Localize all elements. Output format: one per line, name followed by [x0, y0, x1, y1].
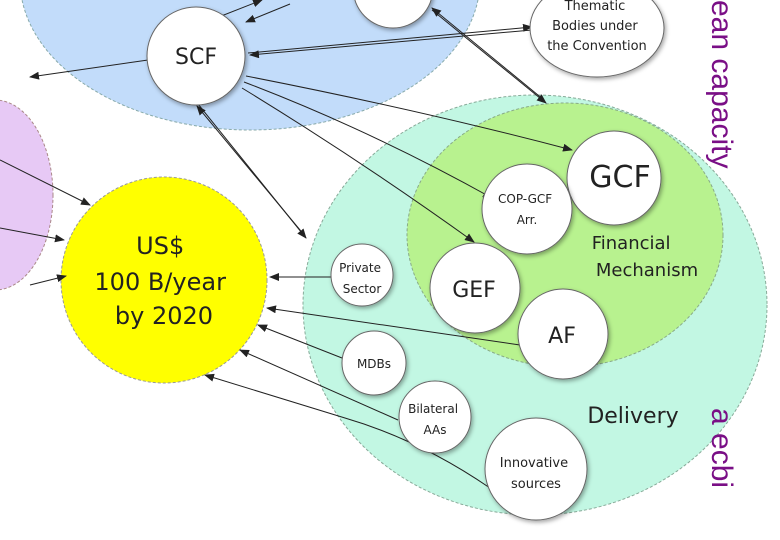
innovative-label: Innovative sources	[500, 456, 572, 492]
thematic-ellipse	[529, 0, 665, 78]
node-scf: SCF	[146, 6, 246, 106]
connector-innovative-goal	[204, 373, 491, 489]
bilateral-line-2: AAs	[423, 423, 446, 437]
goal-line-2: 100 B/year	[94, 268, 226, 296]
connector-scf-copgcf	[243, 81, 493, 199]
node-private-sector: Private Sector	[330, 243, 394, 307]
goal-line-3: by 2020	[115, 302, 213, 330]
private-label: Private Sector	[339, 261, 385, 296]
goal-line-1: US$	[136, 232, 184, 260]
innovative-line-2: sources	[511, 477, 561, 492]
bilateral-line-1: Bilateral	[408, 402, 458, 416]
thematic-line-3: the Convention	[547, 39, 647, 54]
connector-mdbs-goal	[257, 324, 343, 359]
thematic-label: Thematic Bodies under the Convention	[547, 0, 647, 54]
private-circle	[330, 243, 394, 307]
connector-scf-thematic	[247, 23, 533, 54]
financial-mechanism-line-1: Financial	[592, 233, 671, 254]
cop-gcf-label: COP-GCF Arr.	[498, 192, 556, 227]
bilateral-circle	[398, 380, 472, 454]
scf-circle	[146, 6, 246, 106]
innovative-line-1: Innovative	[500, 456, 568, 471]
left-region	[0, 99, 54, 291]
innovative-circle	[484, 417, 588, 521]
delivery-label: Delivery	[587, 404, 678, 429]
finance-goal-region	[60, 176, 268, 384]
thematic-line-1: Thematic	[564, 0, 626, 14]
connector-thematic-scf	[249, 29, 533, 59]
connectors	[0, 0, 573, 489]
cop-gcf-circle	[481, 163, 573, 255]
node-gcf: GCF	[566, 130, 662, 226]
private-line-2: Sector	[343, 282, 382, 296]
connector-topnode-delivery	[431, 9, 547, 104]
af-label: AF	[548, 324, 576, 349]
node-top-partial	[354, 0, 432, 29]
private-line-1: Private	[339, 261, 381, 275]
connector-left-goal-1	[0, 159, 91, 206]
connector-af-goal	[266, 305, 521, 346]
connector-left-goal-3	[29, 274, 67, 286]
side-text-bottom: a ecbi	[705, 408, 738, 488]
financial-mechanism-label: Financial Mechanism	[592, 233, 698, 281]
gef-label: GEF	[452, 278, 496, 303]
finance-goal-label: US$ 100 B/year by 2020	[94, 232, 233, 330]
node-gef: GEF	[429, 242, 521, 334]
cop-gcf-line-2: Arr.	[517, 213, 538, 227]
connector-left-goal-2	[0, 227, 65, 243]
node-mdbs: MDBs	[341, 330, 407, 396]
node-innovative: Innovative sources	[484, 417, 588, 521]
connector-top-node-scf	[245, 3, 291, 23]
connector-scf-left-out	[29, 59, 149, 80]
scf-label: SCF	[175, 45, 217, 70]
connector-scf-gef	[241, 87, 475, 243]
mdbs-circle	[341, 330, 407, 396]
connector-bilateral-goal	[239, 349, 399, 421]
bilateral-label: Bilateral AAs	[408, 402, 462, 437]
gcf-label: GCF	[589, 160, 650, 195]
cop-gcf-line-1: COP-GCF	[498, 192, 552, 206]
af-circle	[517, 288, 609, 380]
side-text-top: ean capacity	[705, 0, 738, 168]
gcf-circle	[566, 130, 662, 226]
node-bilateral: Bilateral AAs	[398, 380, 472, 454]
node-cop-gcf: COP-GCF Arr.	[481, 163, 573, 255]
connector-private-scf	[196, 105, 306, 237]
thematic-line-2: Bodies under	[552, 19, 638, 34]
gef-circle	[429, 242, 521, 334]
financial-mechanism-line-2: Mechanism	[596, 260, 698, 281]
connector-scf-gcf	[245, 75, 573, 152]
node-thematic-bodies: Thematic Bodies under the Convention	[529, 0, 665, 78]
scf-region	[21, 0, 479, 131]
side-text-group: ean capacity a ecbi	[705, 0, 738, 488]
mdbs-label: MDBs	[357, 357, 391, 371]
connector-delivery-topnode	[431, 7, 545, 101]
node-af: AF	[517, 288, 609, 380]
top-node-circle	[354, 0, 432, 29]
